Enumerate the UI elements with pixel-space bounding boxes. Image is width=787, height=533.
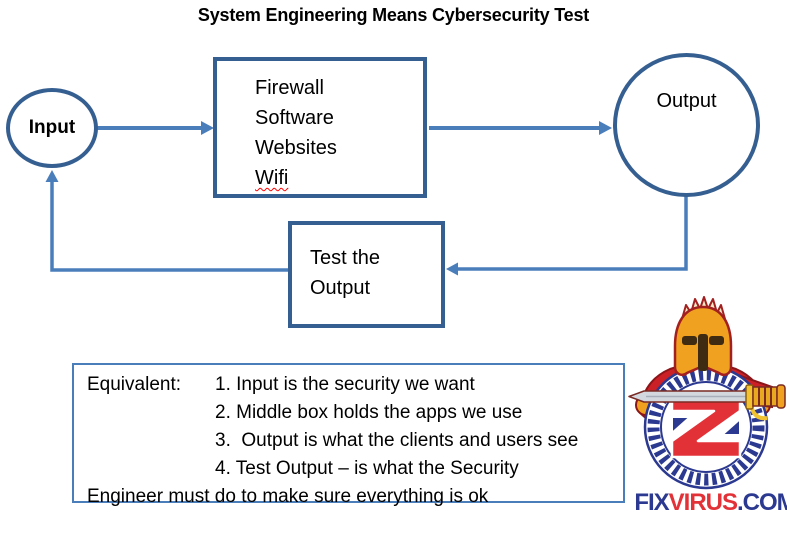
process-line-websites: Websites [255, 137, 337, 159]
fixvirus-logo: FIXVIRUS.COM [620, 291, 787, 529]
equivalent-item-4: 4. Test Output – is what the Security [215, 458, 519, 479]
input-label: Input [28, 117, 76, 138]
equivalent-box: Equivalent: 1. Input is the security we w… [72, 363, 625, 507]
equivalent-footer: Engineer must do to make sure everything… [87, 486, 489, 507]
arrow-input-to-process [97, 121, 214, 135]
equivalent-item-3: 3. Output is what the clients and users … [215, 430, 579, 451]
output-label: Output [656, 90, 717, 112]
process-line-firewall: Firewall [255, 77, 324, 99]
brand-virus: VIRUS [669, 489, 738, 516]
equivalent-label: Equivalent: [87, 374, 182, 395]
test-output-box: Test the Output [288, 221, 445, 328]
arrow-output-to-test [446, 196, 688, 276]
brand-text: FIXVIRUS.COM [634, 489, 787, 516]
test-box-line-2: Output [310, 277, 371, 299]
arrow-process-to-output [429, 121, 612, 135]
test-box-line-1: Test the [310, 247, 381, 269]
process-line-wifi: Wifi [255, 163, 423, 193]
equivalent-row-1: Equivalent: 1. Input is the security we w… [87, 371, 623, 399]
output-node: Output [613, 53, 760, 197]
equivalent-item-2: 2. Middle box holds the apps we use [215, 402, 523, 423]
process-box: Firewall Software Websites Wifi [213, 57, 427, 198]
equivalent-item-1: 1. Input is the security we want [215, 374, 475, 395]
page-title: System Engineering Means Cybersecurity T… [197, 5, 590, 25]
process-line-software: Software [255, 107, 334, 129]
wifi-misspell-text: Wifi [255, 167, 289, 189]
brand-com: .COM [737, 489, 787, 516]
spartan-warrior-icon: FIXVIRUS.COM [628, 296, 787, 516]
brand-fix: FIX [634, 489, 669, 516]
input-node: Input [6, 88, 98, 168]
